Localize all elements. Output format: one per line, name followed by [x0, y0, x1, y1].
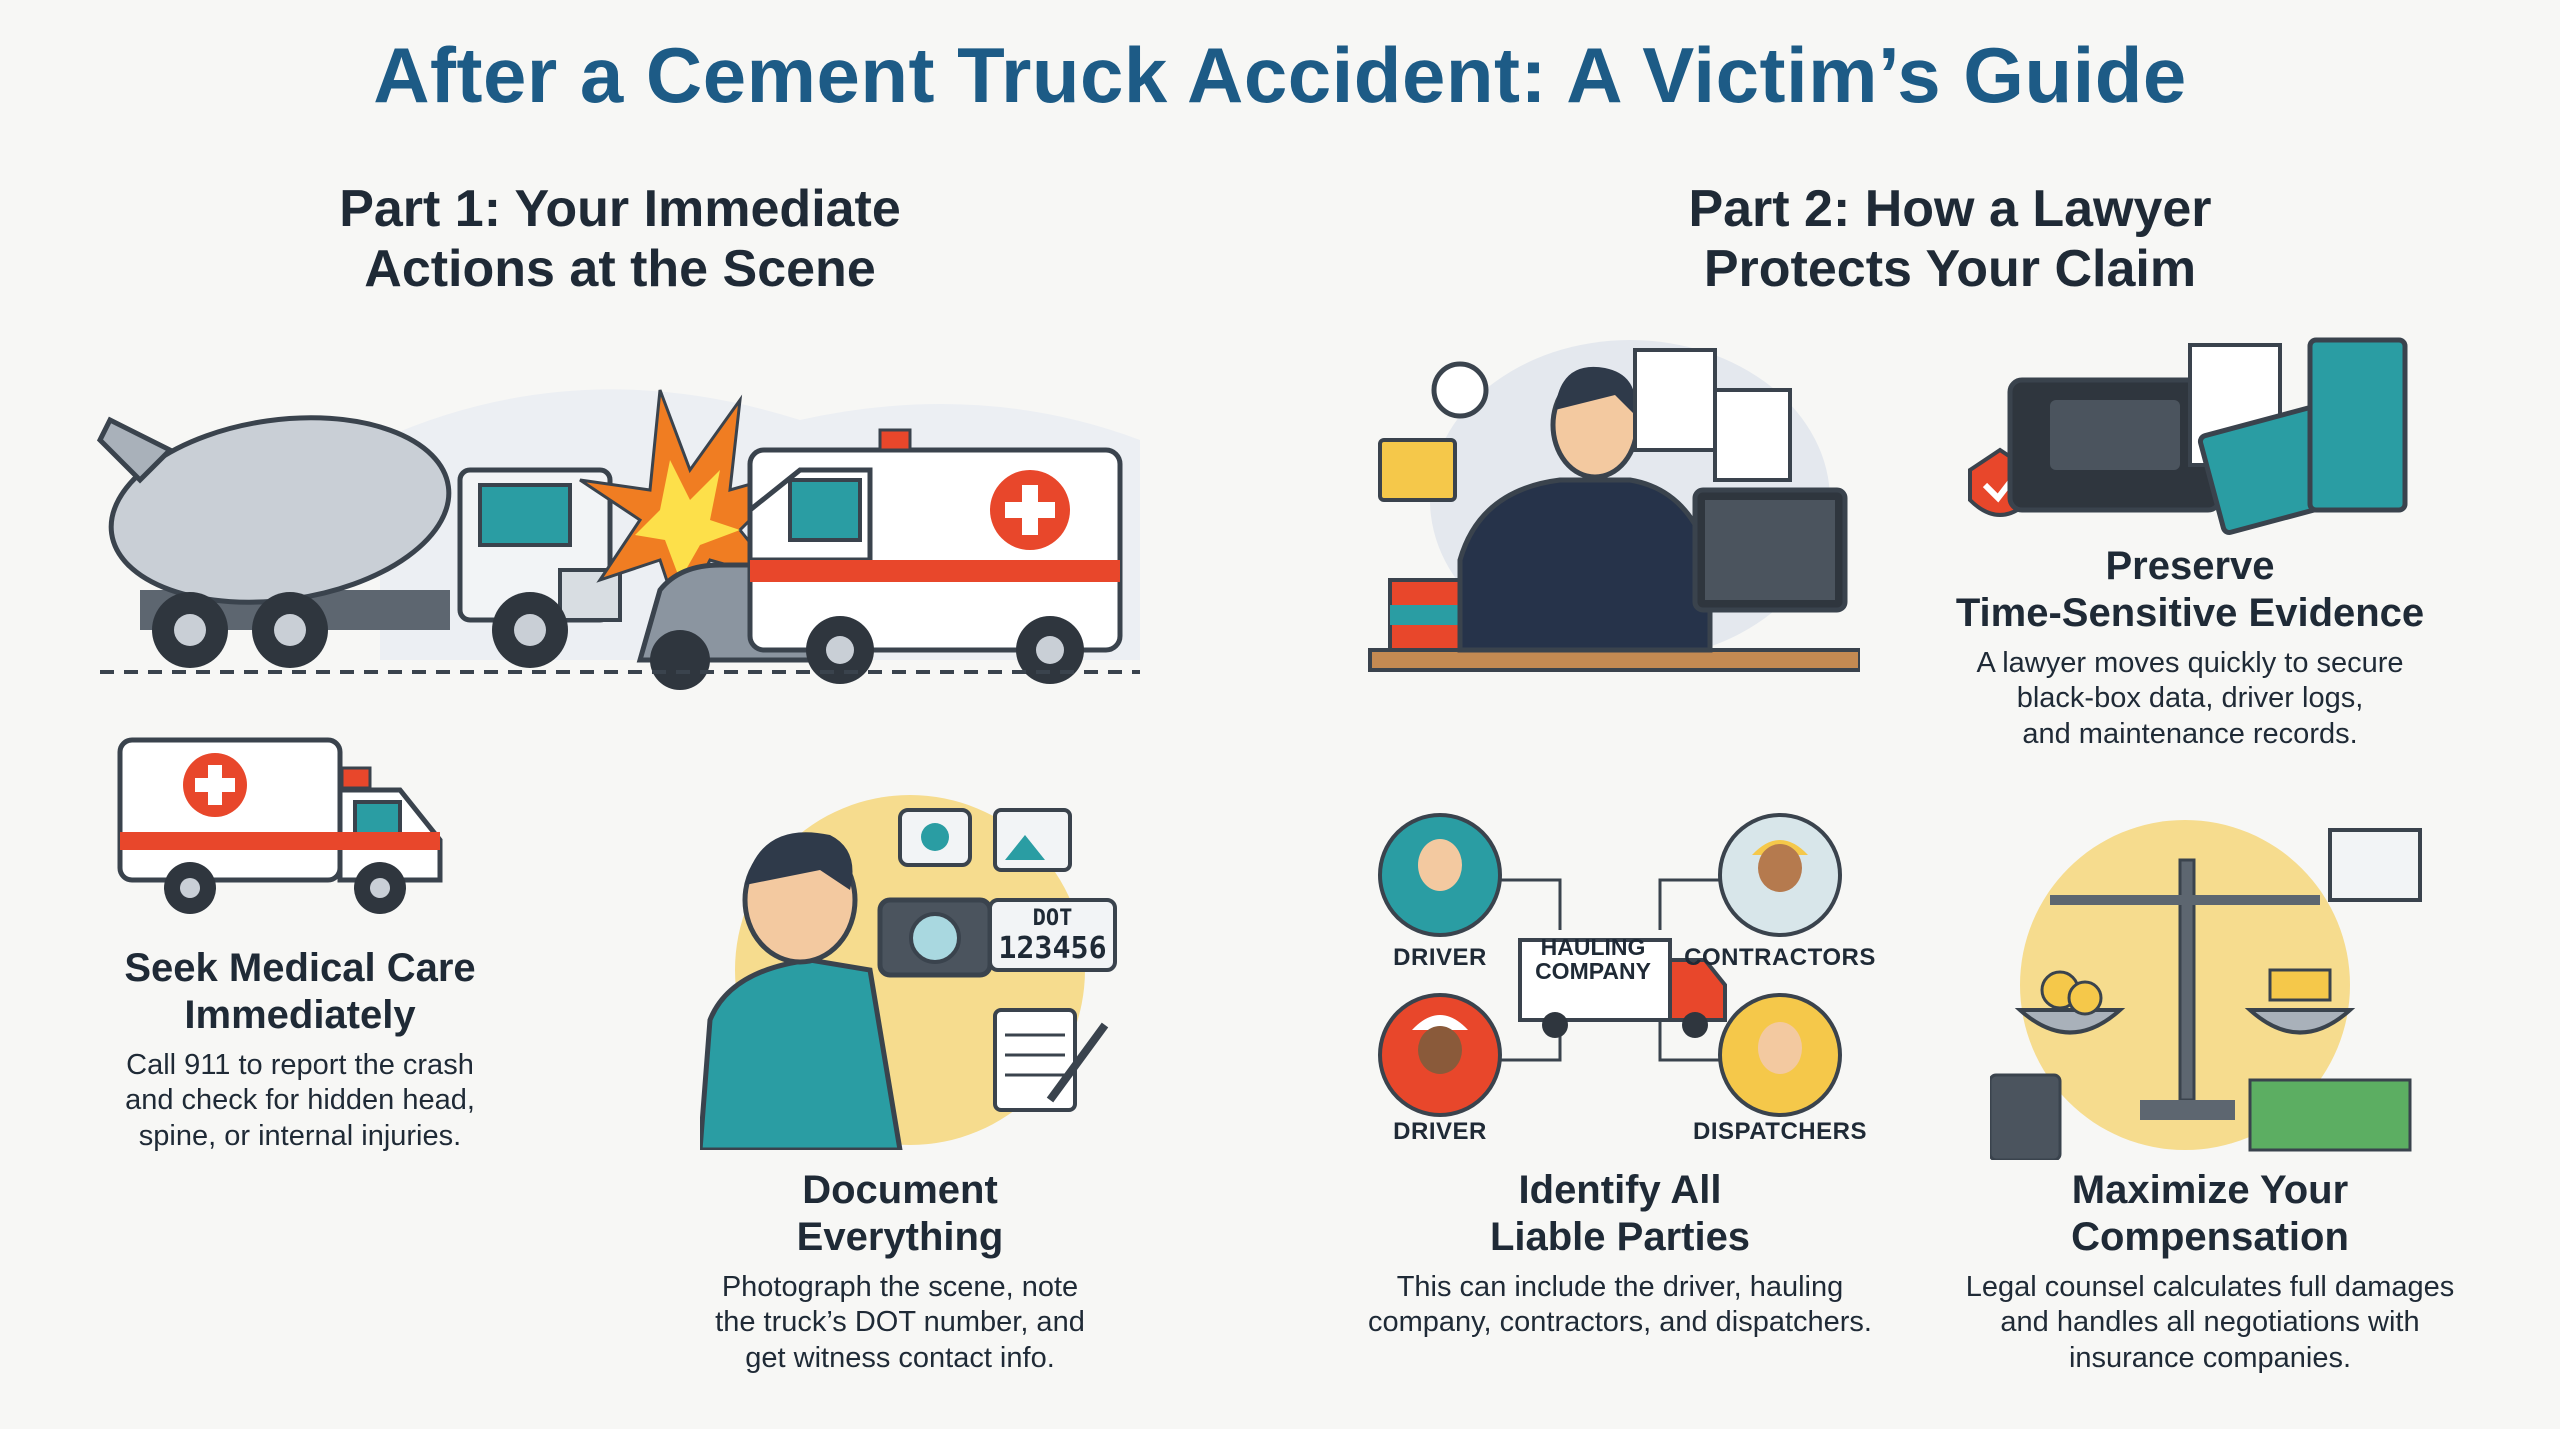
node-driver-top: DRIVER [1393, 944, 1487, 971]
black-box-icon [1950, 330, 2420, 540]
liable-title: Identify All Liable Parties [1310, 1167, 1930, 1261]
compensation-title-line1: Maximize Your [2071, 1168, 2349, 1212]
medical-care-title-line2: Immediately [184, 993, 416, 1038]
ambulance-icon [747, 428, 1123, 684]
evidence-title-line1: Preserve [2105, 544, 2275, 588]
document-desc-line1: Photograph the scene, note [721, 1271, 1079, 1303]
document-title-line1: Document [802, 1168, 998, 1212]
medical-care-desc-line1: Call 911 to report the crash [126, 1049, 474, 1081]
evidence-description: A lawyer moves quickly to secure black-b… [1880, 646, 2500, 752]
dot-number: 123456 [998, 931, 1107, 966]
medical-care-description: Call 911 to report the crash and check f… [60, 1048, 540, 1154]
document-title-line2: Everything [796, 1215, 1004, 1260]
evidence-desc-line1: A lawyer moves quickly to secure [1976, 647, 2404, 679]
hauling-company-label: HAULING COMPANY [1518, 935, 1668, 983]
document-illustration [700, 790, 1120, 1150]
evidence-desc-line2: black-box data, driver logs, [2016, 682, 2364, 715]
liable-parties-diagram [1360, 810, 1860, 1130]
part2-title-line2: Protects Your Claim [1703, 239, 2197, 298]
compensation-title: Maximize Your Compensation [1920, 1167, 2500, 1261]
evidence-title: Preserve Time-Sensitive Evidence [1880, 543, 2500, 637]
liable-description: This can include the driver, hauling com… [1310, 1270, 1930, 1341]
node-driver-bottom: DRIVER [1393, 1118, 1487, 1145]
document-desc-line2: the truck’s DOT number, and [715, 1306, 1085, 1339]
part1-title-line1: Part 1: Your Immediate [339, 180, 901, 238]
liable-desc-line2: company, contractors, and dispatchers. [1368, 1306, 1872, 1339]
liable-title-line2: Liable Parties [1489, 1215, 1751, 1260]
scales-of-justice-icon [1990, 820, 2430, 1160]
hauling-line1: HAULING [1540, 934, 1646, 960]
lawyer-at-desk-icon [1360, 330, 1860, 680]
part1-title: Part 1: Your Immediate Actions at the Sc… [180, 180, 1060, 300]
evidence-desc-line3: and maintenance records. [2022, 717, 2358, 750]
compensation-desc-line3: insurance companies. [2068, 1341, 2352, 1374]
medical-care-desc-line2: and check for hidden head, [125, 1084, 475, 1117]
part1-title-line2: Actions at the Scene [364, 239, 876, 298]
part2-title: Part 2: How a Lawyer Protects Your Claim [1510, 180, 2390, 300]
medical-care-title-line1: Seek Medical Care [124, 946, 476, 990]
document-desc-line3: get witness contact info. [745, 1341, 1055, 1374]
document-description: Photograph the scene, note the truck’s D… [640, 1270, 1160, 1376]
node-dispatchers: DISPATCHERS [1693, 1118, 1867, 1145]
crash-illustration [80, 360, 1160, 730]
page-title: After a Cement Truck Accident: A Victim’… [373, 31, 2187, 119]
cement-truck-icon [96, 415, 622, 668]
medical-care-desc-line3: spine, or internal injuries. [138, 1119, 462, 1152]
part2-title-line1: Part 2: How a Lawyer [1688, 180, 2212, 238]
ambulance-illustration [110, 720, 450, 920]
medical-care-title: Seek Medical Care Immediately [60, 945, 540, 1039]
document-title: Document Everything [640, 1167, 1160, 1261]
compensation-description: Legal counsel calculates full damages an… [1920, 1270, 2500, 1376]
compensation-title-line2: Compensation [2071, 1215, 2349, 1260]
dot-plate: DOT 123456 [990, 906, 1115, 966]
hauling-line2: COMPANY [1535, 958, 1651, 985]
liable-title-line1: Identify All [1518, 1168, 1722, 1212]
liable-desc-line1: This can include the driver, hauling [1396, 1271, 1844, 1303]
evidence-title-line2: Time-Sensitive Evidence [1955, 591, 2425, 636]
compensation-desc-line1: Legal counsel calculates full damages [1965, 1271, 2455, 1303]
compensation-desc-line2: and handles all negotiations with [2000, 1306, 2420, 1339]
node-contractors: CONTRACTORS [1684, 944, 1876, 971]
dot-label: DOT [1032, 906, 1073, 931]
